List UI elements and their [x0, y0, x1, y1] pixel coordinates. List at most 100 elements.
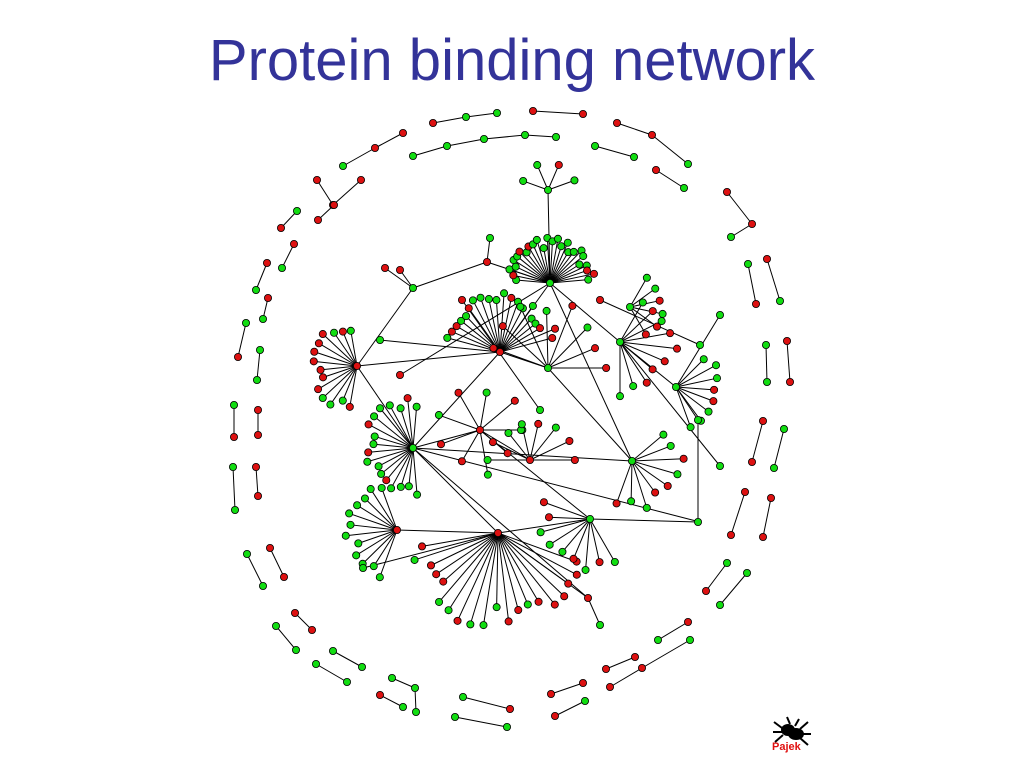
protein-node-red — [655, 296, 664, 305]
protein-node-red — [403, 394, 412, 403]
network-edge — [675, 314, 721, 388]
protein-node-green — [680, 183, 689, 192]
protein-node-green — [713, 374, 722, 383]
protein-node-green — [277, 263, 286, 272]
protein-node-red — [309, 357, 318, 366]
protein-node-green — [723, 559, 732, 568]
network-edge — [619, 341, 665, 362]
protein-node-red — [568, 301, 577, 310]
protein-node-green — [642, 503, 651, 512]
protein-node-red — [723, 187, 732, 196]
network-edge — [641, 639, 691, 669]
protein-node-green — [387, 674, 396, 683]
protein-node-green — [553, 234, 562, 243]
network-edge — [448, 532, 499, 611]
protein-node-green — [659, 430, 668, 439]
network-edge — [549, 279, 589, 284]
protein-node-red — [345, 402, 354, 411]
protein-node-green — [376, 404, 385, 413]
network-edge — [350, 330, 358, 367]
network-edge — [619, 341, 648, 383]
protein-node-red — [612, 499, 621, 508]
network-edge — [480, 297, 501, 353]
protein-node-green — [311, 660, 320, 669]
protein-node-green — [387, 484, 396, 493]
protein-node-red — [352, 361, 361, 370]
network-edge — [549, 273, 595, 284]
protein-node-green — [479, 134, 488, 143]
protein-node-green — [318, 394, 327, 403]
protein-node-red — [584, 594, 593, 603]
network-edge — [513, 259, 551, 284]
network-edge — [549, 242, 569, 284]
network-edge — [472, 300, 501, 353]
protein-node-red — [613, 119, 622, 128]
network-edge — [349, 365, 358, 407]
network-edge — [762, 497, 772, 538]
protein-node-red — [551, 324, 560, 333]
protein-node-red — [505, 705, 514, 714]
protein-node-red — [428, 119, 437, 128]
network-edge — [412, 447, 633, 462]
protein-node-red — [727, 531, 736, 540]
protein-node-red — [253, 430, 262, 439]
network-edge — [497, 532, 519, 611]
protein-node-red — [253, 405, 262, 414]
network-edge — [529, 423, 539, 461]
protein-node-red — [507, 293, 516, 302]
protein-node-green — [410, 684, 419, 693]
protein-node-green — [516, 302, 525, 311]
protein-node-red — [253, 491, 262, 500]
protein-node-green — [716, 461, 725, 470]
protein-node-green — [630, 152, 639, 161]
network-edge — [657, 621, 689, 641]
protein-node-red — [641, 330, 650, 339]
protein-node-red — [539, 498, 548, 507]
protein-node-red — [752, 299, 761, 308]
network-edge — [631, 434, 664, 462]
pajek-logo-text: Pajek — [772, 741, 801, 753]
protein-node-green — [255, 345, 264, 354]
protein-node-green — [536, 405, 545, 414]
network-edge — [513, 274, 551, 284]
network-edge — [469, 532, 499, 625]
protein-node-green — [242, 550, 251, 559]
network-edge — [631, 458, 684, 462]
protein-node-red — [356, 175, 365, 184]
protein-node-green — [519, 176, 528, 185]
protein-node-green — [517, 420, 526, 429]
protein-node-green — [551, 423, 560, 432]
protein-node-red — [493, 529, 502, 538]
network-edge — [314, 351, 358, 367]
protein-node-red — [313, 215, 322, 224]
protein-node-red — [759, 533, 768, 542]
network-edge — [379, 694, 404, 708]
network-edge — [446, 138, 485, 147]
network-edge — [373, 415, 414, 449]
protein-node-green — [412, 402, 421, 411]
protein-node-red — [314, 339, 323, 348]
protein-node-green — [450, 713, 459, 722]
protein-node-red — [748, 457, 757, 466]
protein-node-green — [341, 531, 350, 540]
protein-node-green — [780, 424, 789, 433]
network-edge — [322, 333, 358, 367]
protein-node-red — [475, 425, 484, 434]
network-edge — [255, 466, 259, 497]
network-edge — [486, 237, 491, 263]
network-edge — [342, 331, 358, 367]
protein-node-red — [564, 579, 573, 588]
protein-node-red — [583, 266, 592, 275]
protein-node-green — [352, 551, 361, 560]
protein-node-green — [258, 314, 267, 323]
network-edge — [549, 282, 621, 343]
protein-node-green — [328, 647, 337, 656]
network-edge — [499, 308, 524, 353]
network-edge — [486, 261, 551, 284]
protein-node-red — [560, 592, 569, 601]
protein-node-green — [370, 432, 379, 441]
network-edge — [562, 518, 591, 553]
protein-node-green — [579, 252, 588, 261]
protein-node-green — [563, 238, 572, 247]
network-edge — [705, 562, 728, 592]
